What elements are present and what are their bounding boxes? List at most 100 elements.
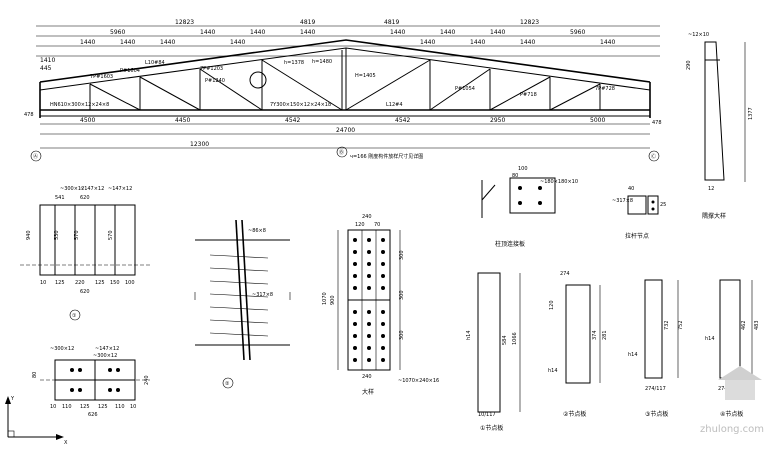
bracing-caption: 隅撑大样 [702,212,726,220]
watermark-text: zhulong.com [700,424,764,435]
bolt-hole [381,274,385,278]
left-edge-dim: 478 [24,112,34,118]
top-dim-l1-c: 4819 [384,19,399,26]
bolt-hole [353,346,357,350]
d4-mid: 900 [330,295,336,305]
bolt-hole [381,334,385,338]
d4-top-c: 70 [374,222,380,228]
bottom-chord-label-1: HN610×300×12×24×8 [50,102,109,108]
plate-3-dim-b: 752 [678,320,684,330]
bracing-dim-note: ~12×10 [688,32,709,38]
detail-4: 240 120 70 1070 900 300 300 300 240 ~107… [322,214,439,396]
d4-right-b: 300 [399,290,405,300]
d6-dim-a: 40 [628,186,634,192]
plate-1-dim-a: 584 [502,335,508,345]
d3-note-2: ~317×8 [252,292,273,298]
plate-2-note: h14 [548,368,558,374]
top-dim-l1-d: 12823 [520,19,539,26]
d1-dim-mid-b: 620 [80,195,90,201]
bracing-dim-a: 290 [686,60,692,70]
top-dim-l2-g: 1440 [490,29,505,36]
d2-dim-b: ~147×12 [95,346,119,352]
top-dim-l1-b: 4819 [300,19,315,26]
bolt-hole [353,274,357,278]
top-dim-l2-e: 1440 [390,29,405,36]
plate-1-note: h14 [466,330,472,340]
top-dim-l3-g: 1440 [520,39,535,46]
detail-5: 100 80 ~180×180×10 柱顶连接板 [481,166,578,248]
bottom-chord-label-2: 7Y300×150×12×24×18 [270,102,331,108]
d4-total: 1070 [322,292,328,305]
d4-top-b: 120 [355,222,365,228]
plate-3-bottom: 274/117 [645,386,666,392]
member-label-5: L10#84 [145,60,165,66]
bolt-hole [367,346,371,350]
detail-3: ~86×8 ~317×8 ② [194,219,291,389]
bolt-hole [381,310,385,314]
bolt-hole [367,250,371,254]
plate-4-note: h14 [705,336,715,342]
bolt-hole [353,286,357,290]
detail-bracing: ~12×10 290 1377 12 隅撑大样 [686,32,754,220]
plate-3-dim-a: 732 [664,320,670,330]
plate-1-dim-b: 1066 [512,332,518,345]
d4-right-a: 300 [399,250,405,260]
d1-label: ① [72,313,77,319]
bolt-hole [353,358,357,362]
d4-right-c: 300 [399,330,405,340]
bottom-panel-dim-3: 4542 [285,117,300,124]
bolt-hole [381,346,385,350]
bracing-dim-b: 1377 [748,107,754,120]
plate-2-dim-b: 374 [592,330,598,340]
total-span: 24700 [336,127,355,134]
bolt-hole [381,262,385,266]
d2-bot-f: 10 [130,404,136,410]
top-dim-l3-h: 1440 [600,39,615,46]
member-label-6: h=1378 [284,60,304,66]
left-dim-b: 445 [40,65,52,72]
bolt-hole [381,238,385,242]
plate-2: 274 120 374 281 h14 ②节点板 [548,271,608,418]
d1-bot-b: 125 [55,280,65,286]
axis-label-a: Ⓐ [33,153,38,160]
d1-side-b: 530 [54,230,60,240]
top-dim-l3-a: 1440 [80,39,95,46]
plate-1-bottom: 10/117 [478,412,496,418]
d2-bot-c: 125 [80,404,90,410]
member-label-1: 7P#1603 [90,74,113,80]
d6-note: ~317×8 [612,198,633,204]
ucs-icon: Y X [5,396,68,446]
d2-total: 626 [88,412,98,418]
bolt-hole [381,358,385,362]
plate-2-caption: ②节点板 [563,410,586,418]
d1-bot-e: 150 [110,280,120,286]
member-label-11: 7P#728 [595,86,615,92]
d2-bot-a: 10 [50,404,56,410]
member-label-4: P#1240 [205,78,225,84]
bolt-hole [353,250,357,254]
right-edge-dim: 478 [652,120,662,126]
bolt-hole [353,238,357,242]
plate-1: h14 584 1066 10/117 ①节点板 [466,272,521,432]
bottom-note: ч=166 刚度构件放样尺寸见详图 [350,153,423,160]
bolt-hole [367,310,371,314]
bolt-hole [353,262,357,266]
d2-dim-c: ~300×12 [93,353,117,359]
top-dim-l2-c: 1440 [250,29,265,36]
plate-2-dim-a: 120 [549,300,555,310]
d3-label: ② [225,381,230,387]
d2-bot-d: 125 [98,404,108,410]
d2-side-a: 80 [32,372,38,378]
bolt-hole [367,322,371,326]
watermark-logo: zhulong.com [700,366,764,435]
d2-bot-b: 110 [62,404,72,410]
member-label-9: P#1054 [455,86,475,92]
top-dim-l2-a: 5960 [110,29,125,36]
member-label-7: h=1480 [312,59,332,65]
d2-side-total: 240 [144,375,150,385]
bottom-panel-dim-2: 4450 [175,117,190,124]
d3-note-1: ~86×8 [248,228,266,234]
d4-note: ~1070×240×16 [398,378,439,384]
top-dim-l2-f: 1440 [440,29,455,36]
